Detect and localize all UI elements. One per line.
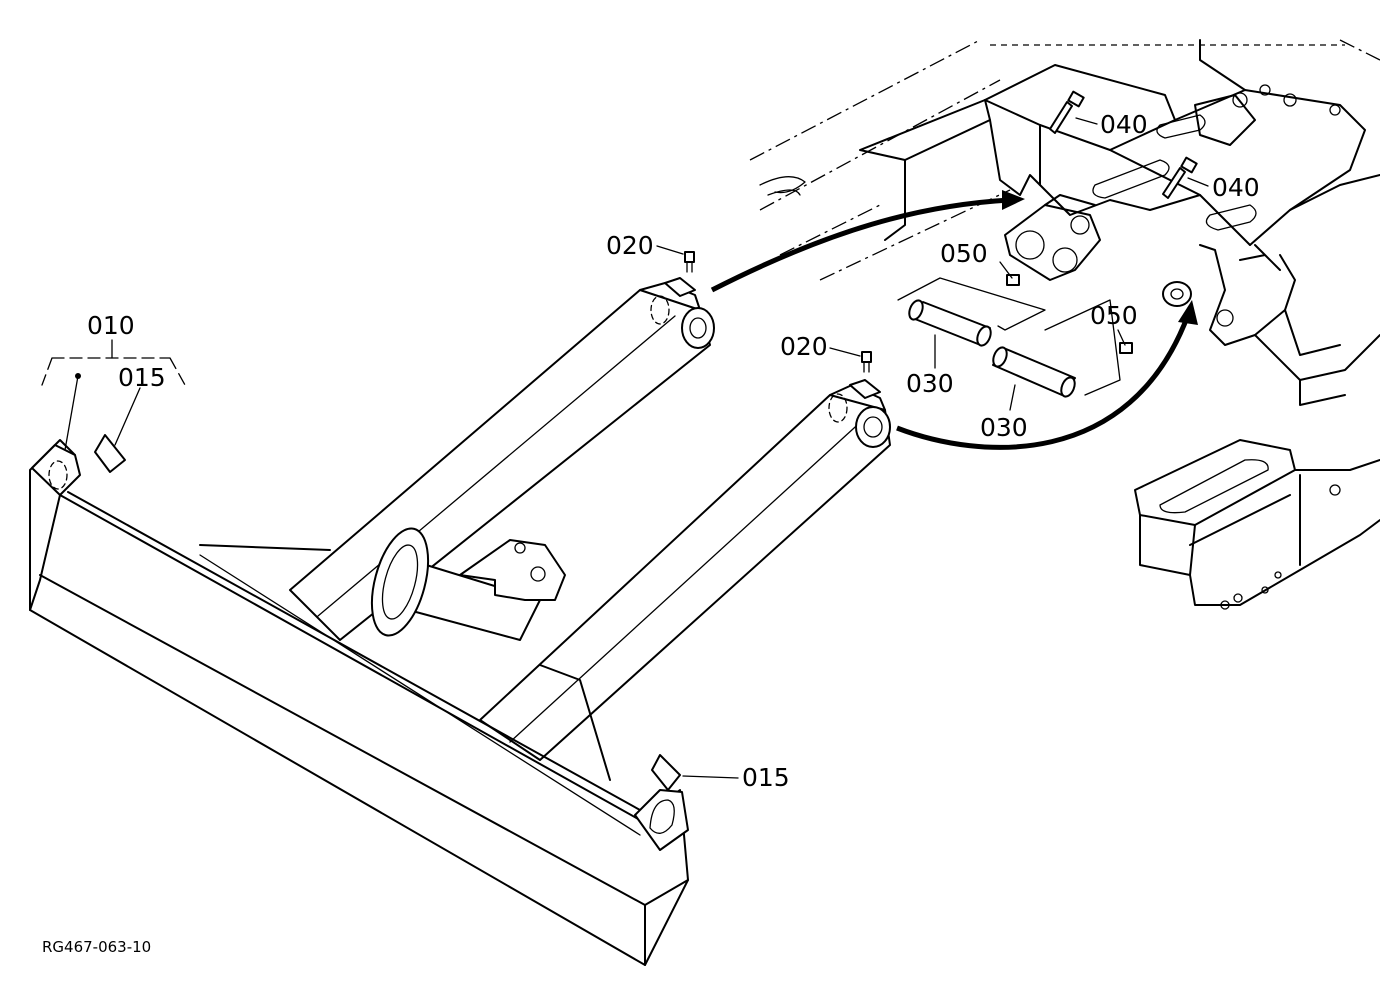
callout-labels: 010 015 015 020 020 030 030 040 040 050 … xyxy=(42,110,1260,956)
callout-040-upper: 040 xyxy=(1100,110,1148,139)
callout-030-left: 030 xyxy=(906,369,954,398)
pin-lower xyxy=(992,346,1076,398)
decal-left xyxy=(94,434,126,473)
callout-020-upper: 020 xyxy=(606,231,654,260)
bolts-040 xyxy=(1049,90,1198,199)
callout-050-left: 050 xyxy=(940,239,988,268)
leader-lines xyxy=(41,117,1209,779)
arrow-head-upper xyxy=(1002,190,1025,210)
decal-right xyxy=(651,754,681,791)
pin-upper xyxy=(908,299,992,347)
callout-015-left: 015 xyxy=(118,363,166,392)
drawing-code: RG467-063-10 xyxy=(42,938,151,956)
callout-050-right: 050 xyxy=(1090,301,1138,330)
callout-015-right: 015 xyxy=(742,763,790,792)
assembly-arrows xyxy=(710,190,1198,450)
arrow-head-lower xyxy=(1178,300,1198,325)
pins-030 xyxy=(897,277,1121,398)
callout-020-lower: 020 xyxy=(780,332,828,361)
grease-nipples-020 xyxy=(684,251,872,373)
blade-assembly xyxy=(29,277,891,966)
callout-010: 010 xyxy=(87,311,135,340)
machine-frame xyxy=(749,39,1380,610)
callout-030-right: 030 xyxy=(980,413,1028,442)
callout-040-lower: 040 xyxy=(1212,173,1260,202)
nuts-050 xyxy=(1006,274,1133,354)
